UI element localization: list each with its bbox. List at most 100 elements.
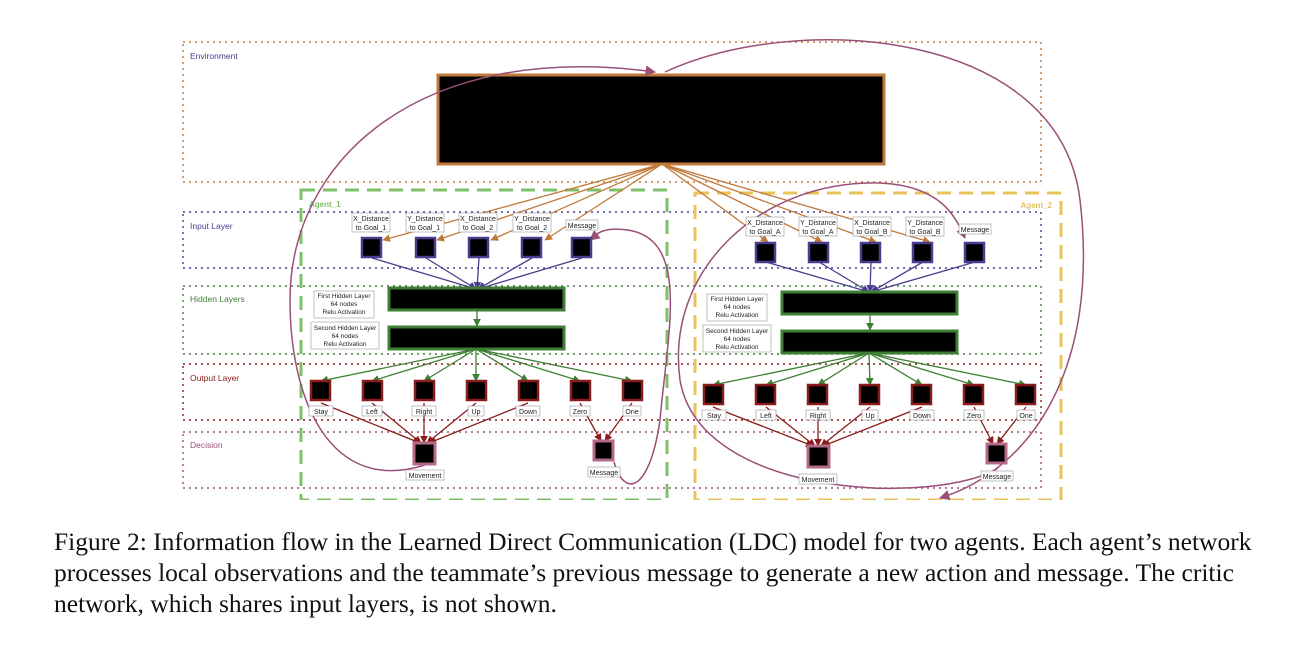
agent-1-hidden-layer-1 xyxy=(387,286,566,312)
agent-2-hidden-1-label: 64 nodes xyxy=(724,304,751,311)
agent-1-hidden-2-label: 64 nodes xyxy=(332,333,359,340)
agent-2-hidden-2-label: Second Hidden Layer xyxy=(706,328,769,335)
agent-2-output-node xyxy=(754,383,777,406)
agent-2-decision-nodes xyxy=(806,442,1008,469)
agent-2-output-node xyxy=(962,383,985,406)
decision-band xyxy=(182,431,1042,489)
agent-1-movement-node xyxy=(412,441,437,466)
agent-2-output-node xyxy=(858,383,881,406)
agent-2-input-labels: X_Distance to Goal_A Y_Distance to Goal_… xyxy=(745,216,992,237)
agent-1-message-node xyxy=(592,439,615,462)
agent-1-output-label: Left xyxy=(366,409,378,416)
agent-1-hidden-1-label: 64 nodes xyxy=(331,301,358,308)
agent-1-output-node xyxy=(569,379,592,402)
agent-1-output-nodes xyxy=(309,379,644,402)
agent-2-input-label: Y_Distance xyxy=(907,220,943,227)
output-layer-label: Output Layer xyxy=(190,373,239,383)
agent-2-input-node xyxy=(911,241,934,264)
agent-1-message-to-input-curve xyxy=(589,228,672,485)
agent-2-movement-to-environment-curve xyxy=(664,39,1085,500)
agent-1-output-node xyxy=(465,379,488,402)
agent-2-message-node xyxy=(985,442,1008,465)
agent-1-output-label: Zero xyxy=(573,409,588,416)
agent-2-hidden-1-label: Relu Activation xyxy=(716,312,759,319)
agent-1-input-node xyxy=(570,236,593,259)
agent-2-hidden-to-output-edges xyxy=(712,352,1027,388)
agent-2-output-labels: Stay Left Right Up Down Zero One xyxy=(701,409,1036,421)
agent-2-output-node xyxy=(1014,383,1037,406)
agent-1-output-label: Up xyxy=(472,409,481,416)
agent-2-input-label: to Goal_A xyxy=(802,229,833,236)
agent-1-input-label: X_Distance xyxy=(460,216,496,223)
agent-2-hidden-2-label: Relu Activation xyxy=(716,344,759,351)
agent-1-output-label: Right xyxy=(416,409,432,416)
agent-1-box xyxy=(299,188,669,500)
agent-1-input-label: to Goal_2 xyxy=(517,225,547,232)
agent-1-input-edges xyxy=(371,257,583,291)
agent-1-input-label: to Goal_1 xyxy=(410,225,440,232)
agent-2-hidden-layers xyxy=(780,290,959,355)
output-band xyxy=(182,363,1042,421)
agent-2-output-label: Down xyxy=(913,413,931,420)
agent-1-input-nodes xyxy=(360,236,593,259)
agent-2-input-label: to Goal_B xyxy=(856,229,887,236)
agent-2-hidden-layer-1 xyxy=(780,290,959,316)
agent-2-output-label: Zero xyxy=(967,413,982,420)
agent-2-input-node xyxy=(859,241,882,264)
agent-2-movement-label: Movement xyxy=(802,477,835,484)
agent-2-input-edges xyxy=(765,261,976,294)
figure-caption: Figure 2: Information flow in the Learne… xyxy=(54,527,1252,618)
agent-1-output-labels: Stay Left Right Up Down Zero One xyxy=(308,405,642,417)
agent-1-output-label: Stay xyxy=(314,409,329,416)
agent-1-input-node xyxy=(360,236,383,259)
agent-1-output-node xyxy=(517,379,540,402)
agent-2-output-label: Left xyxy=(760,413,772,420)
agent-2-input-label: X_Distance xyxy=(747,220,783,227)
agent-1-message-label: Message xyxy=(590,470,619,477)
hidden-layers-label: Hidden Layers xyxy=(190,294,245,304)
agent-1-input-node xyxy=(414,236,437,259)
agent-1-input-label: X_Distance xyxy=(353,216,389,223)
agent-1-hidden-1-label: Relu Activation xyxy=(323,309,366,316)
agent-2-output-nodes xyxy=(702,383,1037,406)
agent-1-output-node xyxy=(621,379,644,402)
agent-1-hidden-1-label: First Hidden Layer xyxy=(317,293,371,300)
agent-1-input-node xyxy=(467,236,490,259)
agent-2-label: Agent_2 xyxy=(1020,201,1052,210)
agent-1-hidden-labels: First Hidden Layer 64 nodes Relu Activat… xyxy=(310,290,380,350)
agent-1-output-label: Down xyxy=(519,409,537,416)
agent-1-decision-nodes xyxy=(412,439,615,466)
agent-2-output-label: Right xyxy=(810,413,826,420)
agent-2-output-node xyxy=(806,383,829,406)
agent-1-output-node xyxy=(413,379,436,402)
agent-2-hidden-layer-2 xyxy=(780,329,959,355)
agent-1-hidden-to-output-edges xyxy=(320,348,633,384)
agent-2-hidden-2-label: 64 nodes xyxy=(724,336,751,343)
agent-1-input-label: to Goal_1 xyxy=(356,225,386,232)
agent-1-input-node xyxy=(520,236,543,259)
environment-block xyxy=(436,73,886,166)
ldc-diagram: Environment Input Layer Hidden Layers Ou… xyxy=(182,39,1085,500)
agent-1-input-label: Y_Distance xyxy=(514,216,550,223)
bands: Environment Input Layer Hidden Layers Ou… xyxy=(182,41,1042,489)
agent-2-input-label: Message xyxy=(961,227,990,234)
decision-labels: Movement Message Movement Message xyxy=(405,466,1014,485)
hidden-band xyxy=(182,285,1042,355)
agent-1-input-label: Message xyxy=(568,223,597,230)
agent-2-box xyxy=(693,191,1063,500)
agent-2-hidden-1-label: First Hidden Layer xyxy=(710,296,764,303)
agent-1-output-node xyxy=(309,379,332,402)
agent-1-hidden-2-label: Second Hidden Layer xyxy=(314,325,377,332)
agent-2-output-node xyxy=(702,383,725,406)
agent-2-output-node xyxy=(910,383,933,406)
agent-2-output-label: One xyxy=(1019,413,1032,420)
agent-1-output-node xyxy=(361,379,384,402)
environment-band xyxy=(182,41,1042,183)
agent-2-input-label: Y_Distance xyxy=(800,220,836,227)
agent-1-movement-label: Movement xyxy=(409,473,442,480)
agent-2-input-node xyxy=(754,241,777,264)
agent-2-hidden-labels: First Hidden Layer 64 nodes Relu Activat… xyxy=(702,293,772,353)
agent-1-movement-to-environment-curve xyxy=(289,65,657,472)
agent-2-message-label: Message xyxy=(983,474,1012,481)
agent-1-hidden-layers xyxy=(387,286,566,351)
